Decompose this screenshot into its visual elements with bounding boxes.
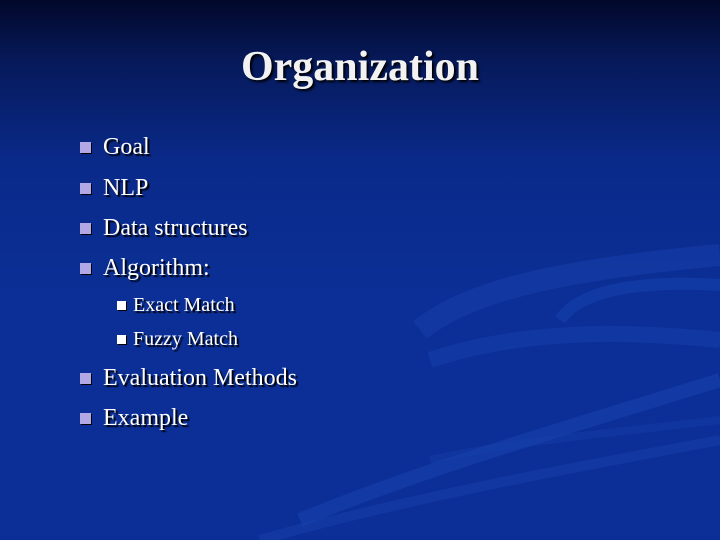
bullet-text: Algorithm: [103, 254, 210, 281]
square-bullet-icon [80, 262, 91, 274]
bullet-text: NLP [103, 174, 149, 201]
square-bullet-icon [80, 412, 91, 424]
square-bullet-icon [80, 141, 91, 153]
bullet-item-goal: Goal [80, 132, 150, 162]
bullet-text: Goal [103, 133, 150, 160]
sub-bullet-text: Exact Match [133, 293, 235, 316]
bullet-item-data-structures: Data structures [80, 213, 248, 243]
bullet-text: Evaluation Methods [103, 364, 297, 391]
slide-title: Organization [241, 44, 479, 90]
square-bullet-icon [80, 182, 91, 194]
bullet-text: Data structures [103, 214, 248, 241]
square-bullet-icon [80, 372, 91, 384]
sub-bullet-item-exact-match: Exact Match [117, 292, 235, 318]
bullet-item-nlp: NLP [80, 173, 148, 203]
bullet-text: Example [103, 404, 189, 431]
bullet-item-evaluation-methods: Evaluation Methods [80, 363, 297, 393]
square-bullet-icon [80, 222, 91, 234]
sub-bullet-item-fuzzy-match: Fuzzy Match [117, 326, 238, 352]
bullet-item-example: Example [80, 403, 188, 433]
square-sub-bullet-icon [117, 334, 126, 344]
bullet-item-algorithm: Algorithm: [80, 253, 210, 283]
sub-bullet-text: Fuzzy Match [133, 327, 238, 350]
square-sub-bullet-icon [117, 300, 126, 310]
